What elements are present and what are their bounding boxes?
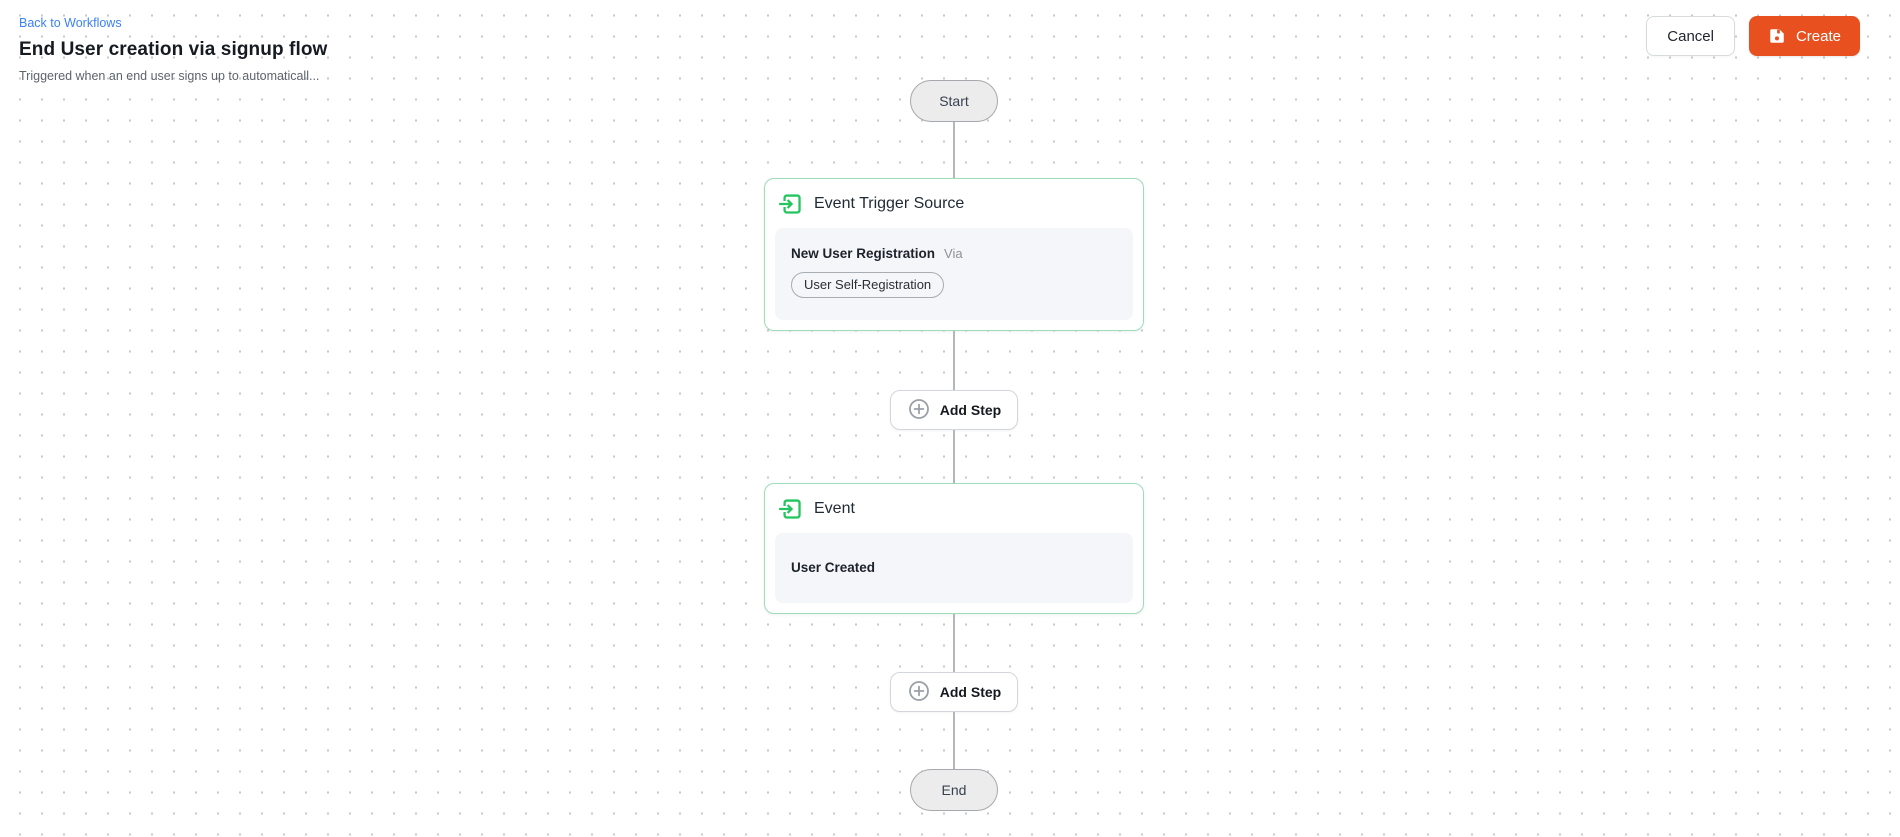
page-description: Triggered when an end user signs up to a… bbox=[19, 69, 320, 83]
add-step-label: Add Step bbox=[939, 402, 1002, 418]
event-line: New User Registration Via bbox=[791, 246, 1117, 261]
create-button-label: Create bbox=[1795, 27, 1841, 45]
end-node[interactable]: End bbox=[910, 769, 998, 811]
box-arrow-in-right-icon bbox=[777, 191, 803, 217]
connector-line bbox=[953, 430, 955, 483]
card-header: Event bbox=[775, 494, 1133, 533]
add-step-button[interactable]: Add Step bbox=[889, 672, 1019, 712]
connector-line bbox=[953, 712, 955, 769]
card-body: User Created bbox=[775, 533, 1133, 603]
plus-circle-icon bbox=[907, 679, 931, 706]
event-name: User Created bbox=[791, 560, 876, 575]
start-node-label: Start bbox=[939, 93, 969, 109]
header-actions: Cancel Create bbox=[1646, 16, 1860, 56]
connector-line bbox=[953, 122, 955, 178]
event-card[interactable]: Event User Created bbox=[764, 483, 1144, 614]
create-button[interactable]: Create bbox=[1748, 16, 1860, 56]
source-chip[interactable]: User Self-Registration bbox=[791, 272, 945, 298]
event-trigger-source-card[interactable]: Event Trigger Source New User Registrati… bbox=[764, 178, 1144, 331]
workflow-canvas: Start Event Trigger Source New User Regi… bbox=[764, 80, 1144, 811]
start-node[interactable]: Start bbox=[910, 80, 998, 122]
page-header: Back to Workflows End User creation via … bbox=[19, 14, 327, 83]
plus-circle-icon bbox=[907, 397, 931, 424]
floppy-save-icon bbox=[1768, 27, 1786, 45]
card-body: New User Registration Via User Self-Regi… bbox=[775, 228, 1133, 320]
card-header: Event Trigger Source bbox=[775, 189, 1133, 228]
back-to-workflows-link[interactable]: Back to Workflows bbox=[19, 16, 122, 30]
cancel-button[interactable]: Cancel bbox=[1646, 16, 1735, 56]
event-name: New User Registration bbox=[791, 246, 936, 261]
via-label: Via bbox=[944, 246, 963, 261]
box-arrow-in-right-icon bbox=[777, 496, 803, 522]
card-title: Event Trigger Source bbox=[814, 195, 965, 212]
card-title: Event bbox=[814, 500, 855, 517]
add-step-button[interactable]: Add Step bbox=[889, 390, 1019, 430]
connector-line bbox=[953, 331, 955, 390]
connector-line bbox=[953, 614, 955, 672]
page-title: End User creation via signup flow bbox=[19, 39, 328, 60]
end-node-label: End bbox=[941, 782, 967, 798]
add-step-label: Add Step bbox=[939, 684, 1002, 700]
